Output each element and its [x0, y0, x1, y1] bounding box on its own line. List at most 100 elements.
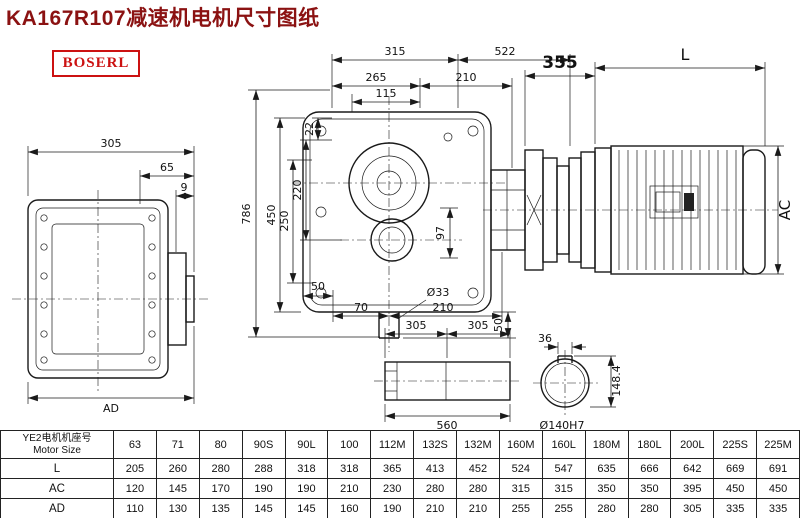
- table-cell: 452: [456, 458, 500, 479]
- table-cell: 130: [155, 498, 200, 518]
- table-cell: 230: [370, 478, 415, 499]
- column-header: 180M: [584, 430, 629, 459]
- table-cell: 190: [370, 498, 415, 518]
- gearbox-side-view: [12, 190, 208, 392]
- dim-motor-L: L: [681, 45, 690, 64]
- table-cell: 365: [370, 458, 415, 479]
- dim-front-450: 450: [265, 205, 278, 226]
- dim-side-AD: AD: [103, 402, 119, 415]
- dim-front-265: 265: [366, 71, 387, 84]
- dim-side-65: 65: [160, 161, 174, 174]
- motor-dimensions: 355 L AC: [524, 45, 794, 275]
- column-header: 180L: [627, 430, 672, 459]
- header-cn: YE2电机机座号: [22, 432, 92, 444]
- brand-logo-text: BOSERL: [62, 55, 130, 71]
- table-cell: 305: [670, 498, 715, 518]
- table-cell: 280: [413, 478, 457, 499]
- dim-front-22: 22: [303, 122, 316, 136]
- column-header: 90L: [284, 430, 329, 459]
- table-cell: 145: [241, 498, 286, 518]
- table-cell: 210: [327, 478, 372, 499]
- column-header: 63: [113, 430, 157, 459]
- dim-shaft-305-b: 305: [468, 319, 489, 332]
- dim-front-250: 250: [278, 211, 291, 232]
- table-cell: 135: [198, 498, 243, 518]
- table-cell: 190: [284, 478, 329, 499]
- column-header: 132M: [456, 430, 500, 459]
- table-cell: 255: [498, 498, 543, 518]
- fan-cowl: [742, 149, 766, 275]
- dim-front-50-right: 50: [492, 318, 505, 332]
- motor-nameplate-mark: [684, 193, 694, 211]
- dim-shaft-560: 560: [437, 419, 458, 430]
- dim-front-210-bottom: 210: [433, 301, 454, 314]
- dim-front-786: 786: [240, 204, 253, 225]
- table-cell: 691: [756, 458, 800, 479]
- column-header: 160M: [498, 430, 543, 459]
- table-cell: 335: [713, 498, 758, 518]
- dim-front-97: 97: [434, 226, 447, 240]
- table-cell: 190: [241, 478, 286, 499]
- column-header: 160L: [541, 430, 586, 459]
- dim-front-70: 70: [354, 301, 368, 314]
- table-cell: 669: [713, 458, 758, 479]
- column-header: 90S: [241, 430, 286, 459]
- column-header: 132S: [413, 430, 457, 459]
- table-row-AC: AC 120 145 170 190 190 210 230 280 280 3…: [0, 478, 800, 499]
- table-cell: 120: [113, 478, 157, 499]
- motor-size-table: YE2电机机座号 Motor Size 63 71 80 90S 90L 100…: [0, 430, 800, 518]
- row-label-L: L: [0, 458, 114, 479]
- table-cell: 255: [541, 498, 586, 518]
- table-cell: 110: [113, 498, 157, 518]
- row-label-AC: AC: [0, 478, 114, 499]
- table-row-AD: AD 110 130 135 145 145 160 190 210 210 2…: [0, 498, 800, 518]
- table-cell: 666: [627, 458, 672, 479]
- column-header: 225M: [756, 430, 800, 459]
- dim-front-315: 315: [385, 45, 406, 58]
- dim-side-9: 9: [181, 181, 188, 194]
- column-header: 200L: [670, 430, 715, 459]
- dim-shaft-305-a: 305: [406, 319, 427, 332]
- table-cell: 145: [155, 478, 200, 499]
- table-cell: 350: [584, 478, 629, 499]
- technical-drawing: 305 65 9 AD: [12, 45, 794, 430]
- dim-motor-AC: AC: [776, 200, 794, 220]
- table-cell: 547: [541, 458, 586, 479]
- table-cell: 210: [413, 498, 457, 518]
- dim-front-115: 115: [376, 87, 397, 100]
- dim-motor-355: 355: [542, 53, 578, 73]
- brand-logo: BOSERL: [52, 50, 140, 77]
- dim-front-50-left: 50: [311, 280, 325, 293]
- table-cell: 280: [456, 478, 500, 499]
- dim-side-305: 305: [101, 137, 122, 150]
- table-cell: 260: [155, 458, 200, 479]
- page-title: KA167R107减速机电机尺寸图纸: [6, 7, 320, 30]
- table-cell: 642: [670, 458, 715, 479]
- table-cell: 315: [541, 478, 586, 499]
- bore-dimensions: 36 148.4 Ø140H7: [538, 332, 623, 430]
- column-header: 71: [155, 430, 200, 459]
- table-cell: 395: [670, 478, 715, 499]
- column-header: 80: [198, 430, 243, 459]
- side-view-dimensions: 305 65 9 AD: [27, 137, 195, 415]
- table-cell: 315: [498, 478, 543, 499]
- gearbox-front-view: [292, 96, 505, 352]
- table-cell: 205: [113, 458, 157, 479]
- table-cell: 524: [498, 458, 543, 479]
- table-cell: 450: [756, 478, 800, 499]
- header-en: Motor Size: [33, 444, 81, 456]
- dim-bore-140H7: Ø140H7: [540, 419, 585, 430]
- table-cell: 318: [284, 458, 329, 479]
- dim-bore-36: 36: [538, 332, 552, 345]
- shaft-dimensions: 305 305 560: [384, 319, 511, 430]
- table-cell: 160: [327, 498, 372, 518]
- dim-front-220: 220: [291, 180, 304, 201]
- dim-front-210-top: 210: [456, 71, 477, 84]
- table-cell: 350: [627, 478, 672, 499]
- table-corner-header: YE2电机机座号 Motor Size: [0, 430, 114, 459]
- table-cell: 635: [584, 458, 629, 479]
- table-cell: 318: [327, 458, 372, 479]
- table-row-L: L 205 260 280 288 318 318 365 413 452 52…: [0, 458, 800, 479]
- table-cell: 280: [627, 498, 672, 518]
- table-cell: 288: [241, 458, 286, 479]
